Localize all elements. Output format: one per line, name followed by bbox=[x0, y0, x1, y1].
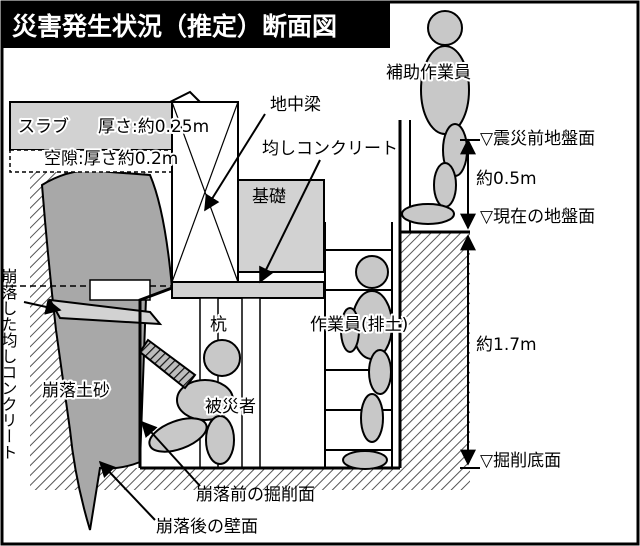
ground-right bbox=[400, 232, 470, 468]
victim-figure bbox=[138, 338, 241, 465]
excavation-bottom-label: ▽掘削底面 bbox=[480, 451, 561, 471]
title-bar bbox=[2, 2, 390, 48]
dimension-lines bbox=[460, 138, 480, 469]
worker-drainage-label: 作業員(排土) bbox=[310, 315, 408, 335]
collapsed-plate-outline bbox=[89, 279, 151, 301]
collapsed-soil-label: 崩落土砂 bbox=[42, 381, 110, 401]
pile-label: 杭 bbox=[210, 315, 227, 335]
worker-drainage-figure bbox=[340, 255, 393, 470]
after-wall-face-label: 崩落後の壁面 bbox=[156, 517, 258, 537]
dimension-upper-label: 約0.5m bbox=[476, 169, 537, 189]
before-excavation-face bbox=[138, 286, 173, 468]
victim-label: 被災者 bbox=[205, 397, 256, 417]
pile-2 bbox=[241, 297, 261, 469]
slab-label: スラブ bbox=[18, 116, 69, 137]
leveling-concrete bbox=[171, 281, 325, 299]
ground-beam-label: 地中梁 bbox=[270, 95, 321, 115]
before-excavation-face-label: 崩落前の掘削面 bbox=[196, 485, 315, 505]
worker-assistant-label: 補助作業員 bbox=[386, 63, 471, 83]
dimension-lower-label: 約1.7m bbox=[476, 335, 537, 355]
leader-lines bbox=[23, 113, 321, 521]
ladder bbox=[324, 222, 393, 468]
ground-current-label: ▽現在の地盤面 bbox=[480, 207, 595, 227]
foundation-block bbox=[237, 179, 325, 273]
diagram-title: 災害発生状況（推定）断面図 bbox=[12, 12, 337, 41]
leveling-concrete-label: 均しコンクリート bbox=[262, 139, 398, 159]
foundation-label: 基礎 bbox=[252, 187, 286, 207]
ground-beam-cross-b bbox=[171, 101, 239, 283]
ground-before-quake-label: ▽震災前地盤面 bbox=[480, 129, 595, 149]
collapsed-leveling-concrete-label: 崩落した均しコンクリート bbox=[0, 268, 18, 460]
worker-assistant-figure bbox=[401, 10, 470, 225]
ground-bottom bbox=[30, 468, 470, 490]
void-label: 空隙:厚さ約0.2m bbox=[44, 149, 178, 169]
slab-break bbox=[169, 90, 201, 103]
slab-thickness-label: 厚さ:約0.25m bbox=[98, 117, 209, 137]
